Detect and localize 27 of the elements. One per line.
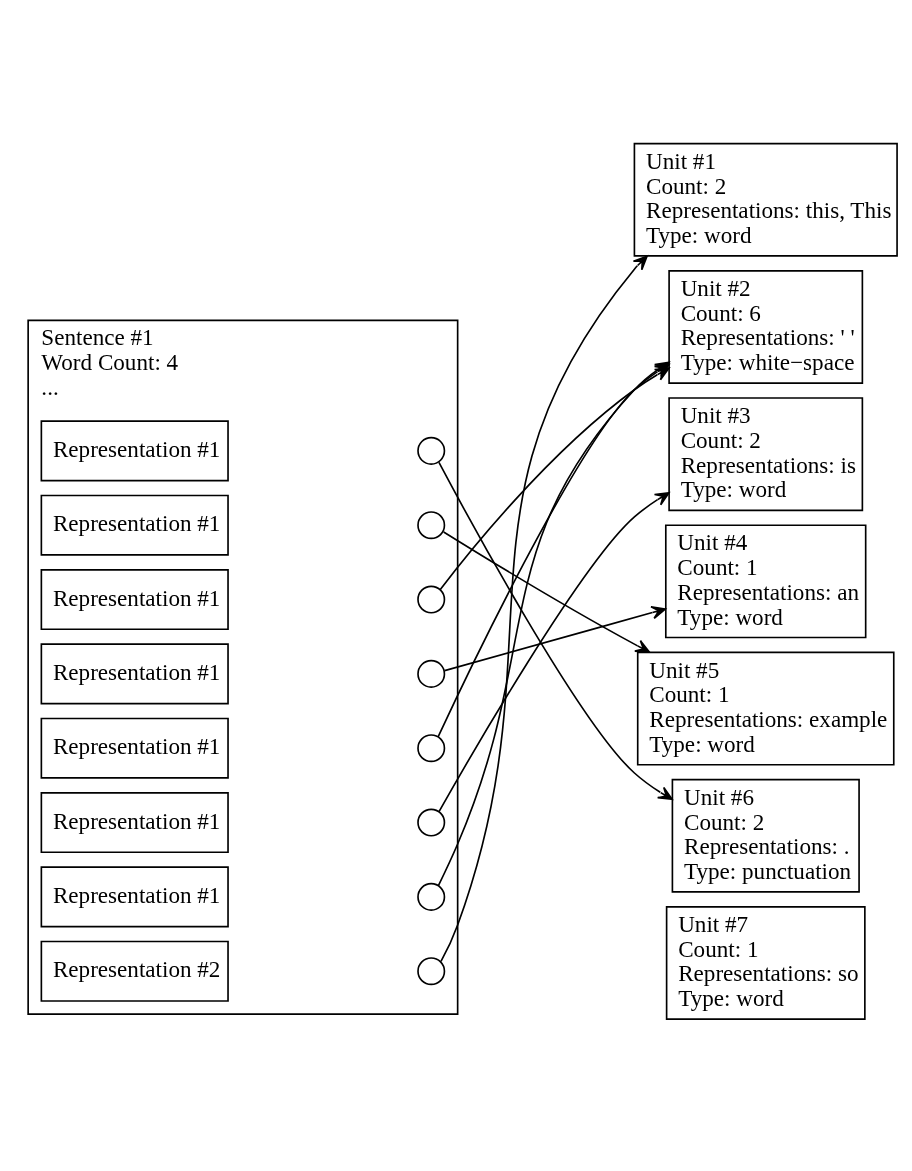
node-box: Representation #1 bbox=[40, 569, 229, 631]
node-circle bbox=[417, 585, 446, 614]
node-circle bbox=[417, 659, 446, 688]
node-box: Unit #6 Count: 2 Representations: . Type: punctuation bbox=[671, 778, 860, 893]
node-box: Representation #1 bbox=[40, 717, 229, 779]
node-box: Representation #1 bbox=[40, 494, 229, 556]
node-circle bbox=[417, 882, 446, 911]
node-box: Unit #1 Count: 2 Representations: this, This Type: word bbox=[633, 142, 898, 257]
node-box: Unit #4 Count: 1 Representations: an Type: word bbox=[664, 524, 867, 639]
arrow bbox=[443, 605, 667, 672]
arrow bbox=[440, 255, 648, 963]
node-box: Unit #5 Count: 1 Representations: example Type: word bbox=[636, 651, 895, 766]
node-box: Representation #1 bbox=[40, 420, 229, 482]
node-box: Representation #2 bbox=[40, 940, 229, 1002]
node-box: Representation #1 bbox=[40, 866, 229, 928]
node-circle bbox=[417, 436, 446, 465]
arrow bbox=[442, 531, 651, 653]
node-circle bbox=[417, 734, 446, 763]
node-box: Representation #1 bbox=[40, 792, 229, 854]
node-circle bbox=[417, 957, 446, 986]
node-circle bbox=[417, 808, 446, 837]
node-box: Unit #3 Count: 2 Representations: is Type: word bbox=[668, 397, 864, 512]
node-circle bbox=[417, 511, 446, 540]
node-box: Unit #7 Count: 1 Representations: so Type: word bbox=[665, 905, 866, 1020]
arrow bbox=[439, 367, 670, 591]
node-box: Representation #1 bbox=[40, 643, 229, 705]
node-box: Unit #2 Count: 6 Representations: ' ' Type: white−space bbox=[668, 270, 864, 384]
